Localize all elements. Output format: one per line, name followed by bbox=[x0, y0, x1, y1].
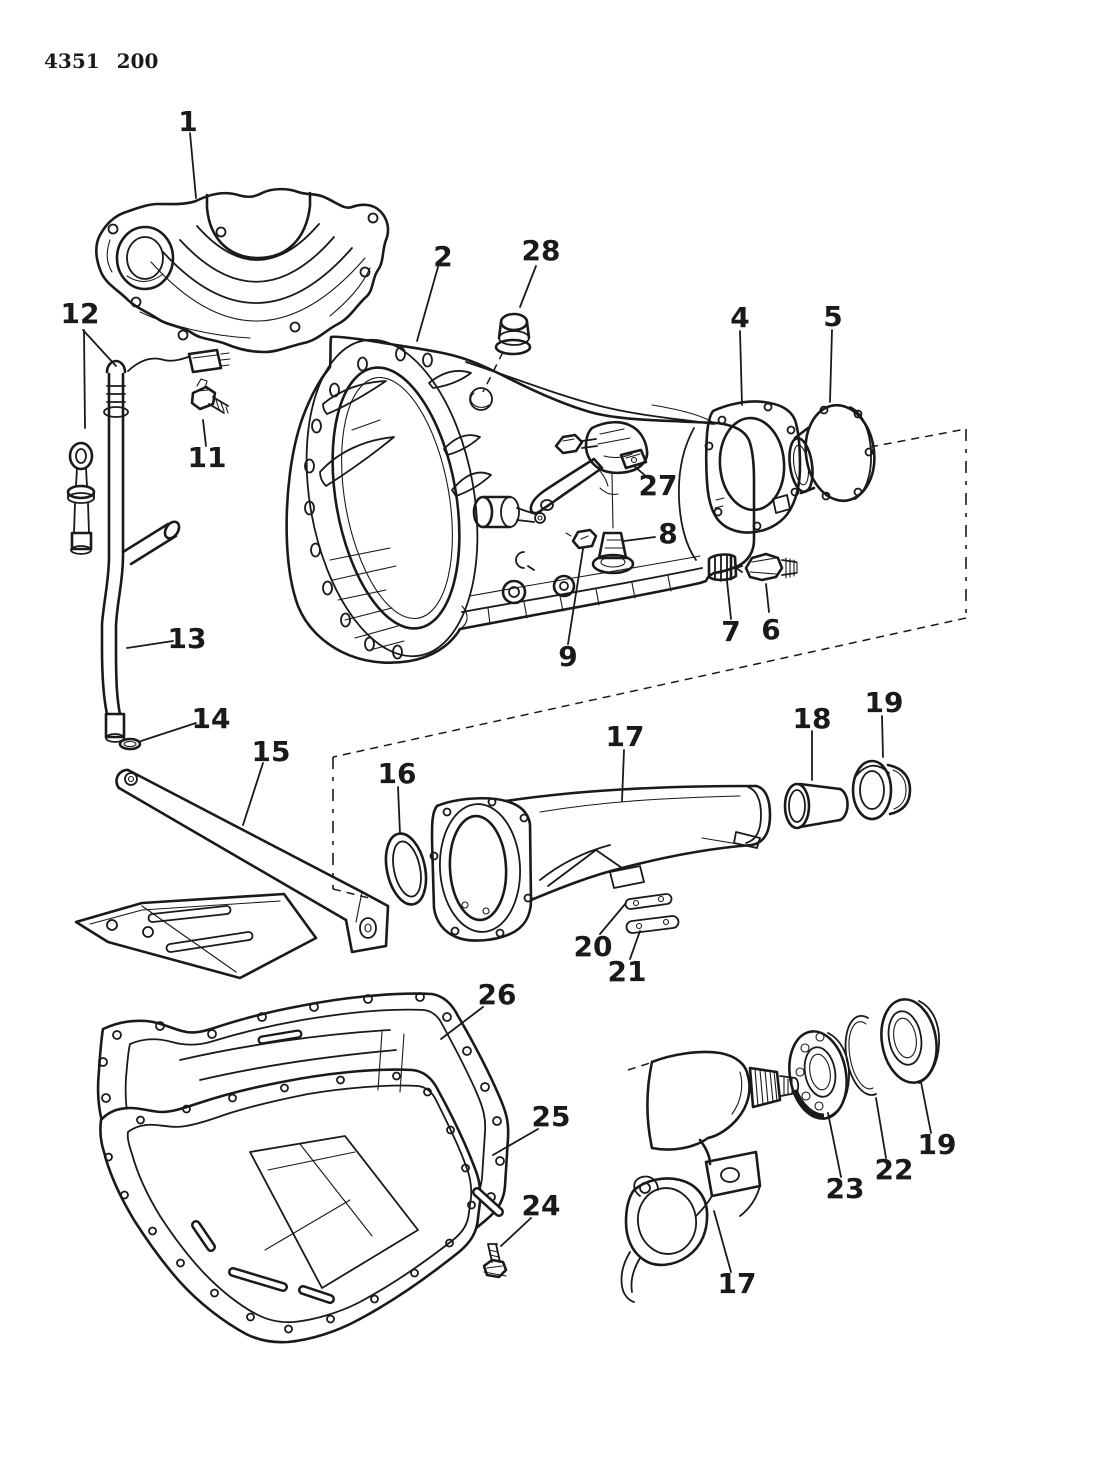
bracket-part-15 bbox=[74, 768, 390, 980]
servo-boss bbox=[472, 495, 546, 529]
manual-lever-part-27 bbox=[529, 420, 649, 529]
callout-12-dipstick: 12 bbox=[61, 297, 100, 330]
pan-bolt-holes bbox=[104, 1071, 476, 1334]
pan-rim-slots bbox=[191, 1029, 504, 1304]
stem-part-8 bbox=[591, 531, 635, 575]
leader-lines bbox=[82, 132, 932, 1273]
transmission-case-part-2 bbox=[285, 312, 798, 664]
splined-shaft bbox=[748, 1066, 800, 1109]
callout-17-yoke-gasket: 17 bbox=[718, 1267, 757, 1300]
callout-17-extension: 17 bbox=[606, 720, 645, 753]
bearing-part-23 bbox=[788, 1030, 850, 1120]
wire-connector bbox=[187, 348, 223, 374]
callout-14-oring: 14 bbox=[192, 702, 231, 735]
callout-24-bolt: 24 bbox=[522, 1189, 561, 1222]
callout-25-pan: 25 bbox=[532, 1100, 571, 1133]
callout-21-shim: 21 bbox=[608, 955, 647, 988]
callout-20-shim: 20 bbox=[574, 930, 613, 963]
callout-19-seal-front: 19 bbox=[865, 686, 904, 719]
callout-23-bearing: 23 bbox=[826, 1172, 865, 1205]
callout-8-stem: 8 bbox=[658, 517, 677, 550]
callout-11-sensor: 11 bbox=[188, 441, 227, 474]
seal-part-19-rear bbox=[880, 998, 940, 1084]
callout-13-tube: 13 bbox=[168, 622, 207, 655]
retainer5-bolt-holes bbox=[819, 405, 874, 501]
fitting-part-9 bbox=[565, 528, 598, 550]
oil-pan-part-25 bbox=[99, 1029, 504, 1344]
callout-5-retainer: 5 bbox=[823, 300, 842, 333]
section-plane-lines bbox=[332, 428, 967, 899]
extension-gasket-part-16 bbox=[384, 832, 428, 906]
dipstick-part-12 bbox=[66, 441, 96, 555]
callout-27-lever: 27 bbox=[639, 469, 678, 502]
dust-cover-part-1 bbox=[95, 187, 390, 354]
filler-tube-part-13 bbox=[100, 359, 181, 743]
callout-labels: 1 2 4 5 6 7 8 9 11 12 13 14 15 16 17 18 … bbox=[61, 105, 957, 1300]
dipstick-group bbox=[66, 348, 231, 751]
callout-18-bushing: 18 bbox=[793, 702, 832, 735]
bell-bolt-holes bbox=[304, 346, 433, 660]
callout-7-grommet: 7 bbox=[721, 615, 740, 648]
yoke-gasket-part-17 bbox=[620, 1175, 709, 1303]
seal-part-19-front bbox=[851, 759, 912, 821]
snap-ring-part-22 bbox=[844, 1015, 877, 1096]
extension-housing-part-17 bbox=[429, 784, 772, 942]
callout-16-ext-gasket: 16 bbox=[378, 757, 417, 790]
dust-cover-bolt-holes bbox=[107, 212, 379, 341]
plug-part-28 bbox=[469, 312, 532, 411]
grommet-part-7 bbox=[707, 553, 738, 582]
pump-retainer-part-5 bbox=[788, 403, 876, 503]
ext-flange-bolt-holes bbox=[429, 797, 533, 938]
callout-19-seal-rear: 19 bbox=[918, 1128, 957, 1161]
output-yoke-group bbox=[620, 998, 940, 1303]
switch-part-6 bbox=[735, 552, 798, 582]
yoke-bracket bbox=[704, 1150, 762, 1198]
pump-gasket-part-4 bbox=[704, 400, 802, 534]
callout-1-dust-cover: 1 bbox=[178, 105, 197, 138]
callout-22-snap-ring: 22 bbox=[875, 1153, 914, 1186]
callout-6-switch: 6 bbox=[761, 613, 780, 646]
callout-15-bracket: 15 bbox=[252, 735, 291, 768]
callout-28-plug: 28 bbox=[522, 234, 561, 267]
figure-code: 4351 200 bbox=[44, 49, 158, 73]
callout-26-pan-gasket: 26 bbox=[478, 978, 517, 1011]
shims-parts-20-21 bbox=[624, 893, 680, 934]
callout-9-fitting: 9 bbox=[558, 640, 577, 673]
sensor-part-11 bbox=[190, 378, 229, 414]
pan-bolt-part-24 bbox=[482, 1243, 508, 1279]
o-ring-part-14 bbox=[118, 737, 142, 751]
bushing-part-18 bbox=[783, 782, 849, 830]
callout-2-case: 2 bbox=[433, 240, 452, 273]
callout-4-gasket: 4 bbox=[730, 301, 749, 334]
gasket4-bolt-holes bbox=[704, 402, 800, 531]
